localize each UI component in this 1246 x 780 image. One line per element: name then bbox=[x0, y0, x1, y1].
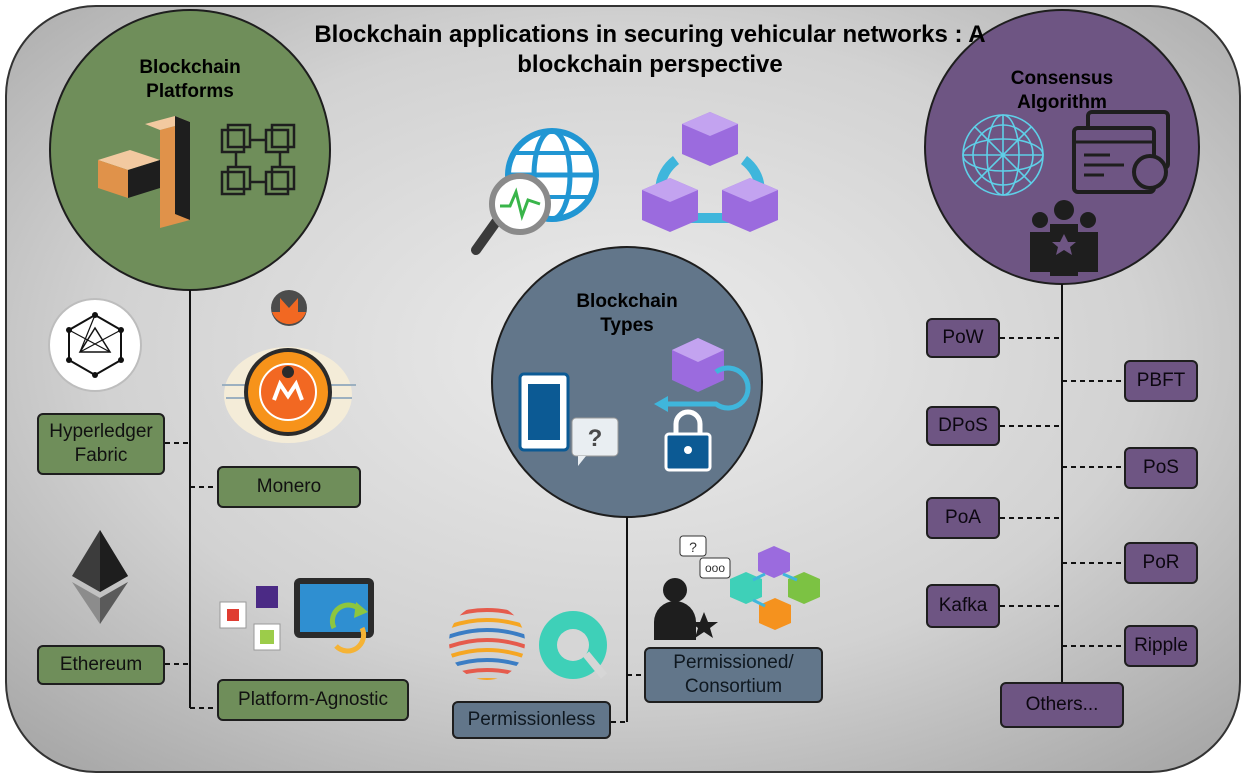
consensus-dpos[interactable]: DPoS bbox=[926, 406, 1000, 446]
diagram-title: Blockchain applications in securing vehi… bbox=[314, 21, 986, 78]
consensus-ripple[interactable]: Ripple bbox=[1124, 625, 1198, 667]
platforms-connectors bbox=[165, 290, 217, 709]
ethereum-icon bbox=[72, 530, 128, 624]
colored-cubes-icon bbox=[730, 546, 820, 630]
svg-text:?: ? bbox=[588, 425, 603, 452]
consensus-kafka[interactable]: Kafka bbox=[926, 584, 1000, 628]
network-sphere-icon bbox=[962, 114, 1044, 196]
type-permissioned-consortium[interactable]: Permissioned/ Consortium bbox=[644, 647, 823, 703]
consensus-others[interactable]: Others... bbox=[1000, 682, 1124, 728]
platform-monero[interactable]: Monero bbox=[217, 466, 361, 508]
types-connectors bbox=[611, 517, 644, 723]
monero-coin-icon bbox=[222, 347, 356, 443]
document-question-icon: ? bbox=[518, 372, 619, 466]
consensus-connectors bbox=[1000, 284, 1124, 682]
blockchain-cubes-icon bbox=[642, 112, 778, 232]
cube-blocks-icon bbox=[98, 116, 190, 228]
hyperledger-icon bbox=[48, 298, 142, 392]
globe-search-icon bbox=[471, 128, 599, 255]
platform-agnostic[interactable]: Platform-Agnostic bbox=[217, 679, 409, 721]
cube-lock-icon bbox=[654, 338, 751, 472]
consensus-por[interactable]: PoR bbox=[1124, 542, 1198, 584]
consensus-pbft[interactable]: PBFT bbox=[1124, 360, 1198, 402]
platform-agnostic-icon bbox=[219, 578, 374, 654]
platforms-heading: Blockchain Platforms bbox=[139, 57, 241, 102]
blockchain-grid-icon bbox=[220, 123, 296, 196]
user-star-icon: ? ooo bbox=[654, 535, 731, 640]
consensus-heading: Consensus Algorithm bbox=[1010, 68, 1114, 113]
svg-text:ooo: ooo bbox=[705, 561, 725, 575]
platform-ethereum[interactable]: Ethereum bbox=[37, 645, 165, 685]
types-heading: Blockchain Types bbox=[576, 291, 678, 336]
svg-text:?: ? bbox=[689, 539, 697, 555]
platform-hyperledger-fabric[interactable]: Hyperledger Fabric bbox=[37, 413, 165, 475]
consensus-poa[interactable]: PoA bbox=[926, 497, 1000, 539]
permissionless-logo-icon bbox=[539, 611, 608, 679]
team-star-icon bbox=[1030, 200, 1098, 276]
type-permissionless[interactable]: Permissionless bbox=[452, 701, 611, 739]
code-window-icon bbox=[1072, 110, 1170, 194]
consensus-pow[interactable]: PoW bbox=[926, 318, 1000, 358]
consensus-pos[interactable]: PoS bbox=[1124, 447, 1198, 489]
monero-logo-icon bbox=[271, 290, 307, 326]
